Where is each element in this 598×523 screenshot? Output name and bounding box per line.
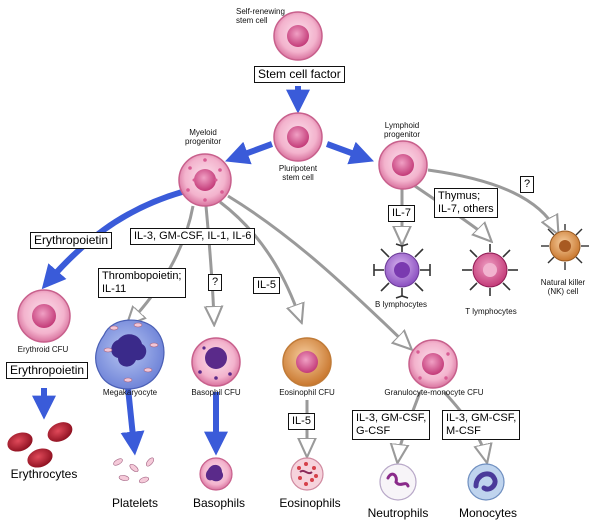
myeloid-label: Myeloid progenitor <box>184 128 222 146</box>
platelets-label: Platelets <box>111 496 159 510</box>
basophil-cells <box>199 457 233 491</box>
b-lymphocytes-label: B lymphocytes <box>374 300 428 309</box>
erythroid-cfu <box>17 289 71 343</box>
stem-cell-label: Self-renewing stem cell <box>236 7 285 25</box>
neutrophils-label: Neutrophils <box>367 506 429 520</box>
arrow-to-lymphoid <box>325 141 375 165</box>
il7-box: IL-7 <box>388 205 415 222</box>
monocyte-cells <box>467 463 505 501</box>
thrombopoietin-box: Thrombopoietin; IL-11 <box>98 268 186 298</box>
blue-arrows <box>31 86 375 456</box>
basophils-label: Basophils <box>192 496 246 510</box>
basophil-cfu-label: Basophil CFU <box>191 388 241 397</box>
il5-box-bottom: IL-5 <box>288 413 315 430</box>
monocyte-factors-box: IL-3, GM-CSF, M-CSF <box>442 410 521 440</box>
erythropoietin-box-bottom: Erythropoietin <box>6 362 89 379</box>
stem-cell-factor-box: Stem cell factor <box>254 66 345 83</box>
pluripotent-label: Pluripotent stem cell <box>278 164 318 182</box>
platelet-cells <box>113 457 155 484</box>
myeloid-progenitor <box>178 153 232 207</box>
arrow-to-nk <box>427 168 556 230</box>
basophil-question-box: ? <box>208 274 223 291</box>
eosinophil-cfu <box>282 337 332 387</box>
arrow-to-megakaryocite <box>130 205 195 322</box>
basophil-cfu <box>191 337 241 387</box>
stem-cell <box>273 11 323 61</box>
eosinophils-label: Eosinophils <box>279 496 341 510</box>
lymphoid-progenitor <box>378 140 428 190</box>
arrow-to-basophil-cfu <box>206 205 214 320</box>
erythrocyte-cells <box>7 422 73 468</box>
t-lymphocytes-label: T lymphocytes <box>465 307 517 316</box>
granulocyte-monocyte-cfu <box>408 339 458 389</box>
gm-cfu-label: Granulocyte-monocyte CFU <box>384 388 484 397</box>
megakaryocyte-label: Megakaryocyte <box>102 388 158 397</box>
lymphoid-label: Lymphoid progenitor <box>383 121 421 139</box>
nk-cell-label: Natural killer (NK) cell <box>540 278 586 296</box>
arrow-to-eosinophil-cfu <box>219 200 300 318</box>
pluripotent-stem-cell <box>273 112 323 162</box>
megakaryocyte <box>95 319 165 390</box>
arrow-to-myeloid <box>224 141 274 165</box>
il5-box-top: IL-5 <box>253 277 280 294</box>
neutrophil-cells <box>379 463 417 501</box>
arrow-to-erythroid <box>41 189 183 290</box>
thymus-box: Thymus; IL-7, others <box>434 188 498 218</box>
monocytes-label: Monocytes <box>458 506 518 520</box>
nk-cell <box>541 224 589 270</box>
erythropoietin-box-top: Erythropoietin <box>30 232 113 249</box>
eosinophil-cells <box>290 457 324 491</box>
erythroid-cfu-label: Erythroid CFU <box>17 345 69 354</box>
arrow-to-gm-cfu <box>227 194 408 346</box>
b-lymphocyte <box>373 243 431 299</box>
nk-question-box: ? <box>520 176 535 193</box>
neutrophil-factors-box: IL-3, GM-CSF, G-CSF <box>352 410 431 440</box>
erythrocytes-label: Erythrocytes <box>10 467 78 481</box>
eosinophil-cfu-label: Eosinophil CFU <box>279 388 335 397</box>
arrow-to-platelets <box>120 387 145 456</box>
il-multi-box: IL-3, GM-CSF, IL-1, IL-6 <box>130 228 256 245</box>
t-lymphocyte <box>462 244 518 296</box>
